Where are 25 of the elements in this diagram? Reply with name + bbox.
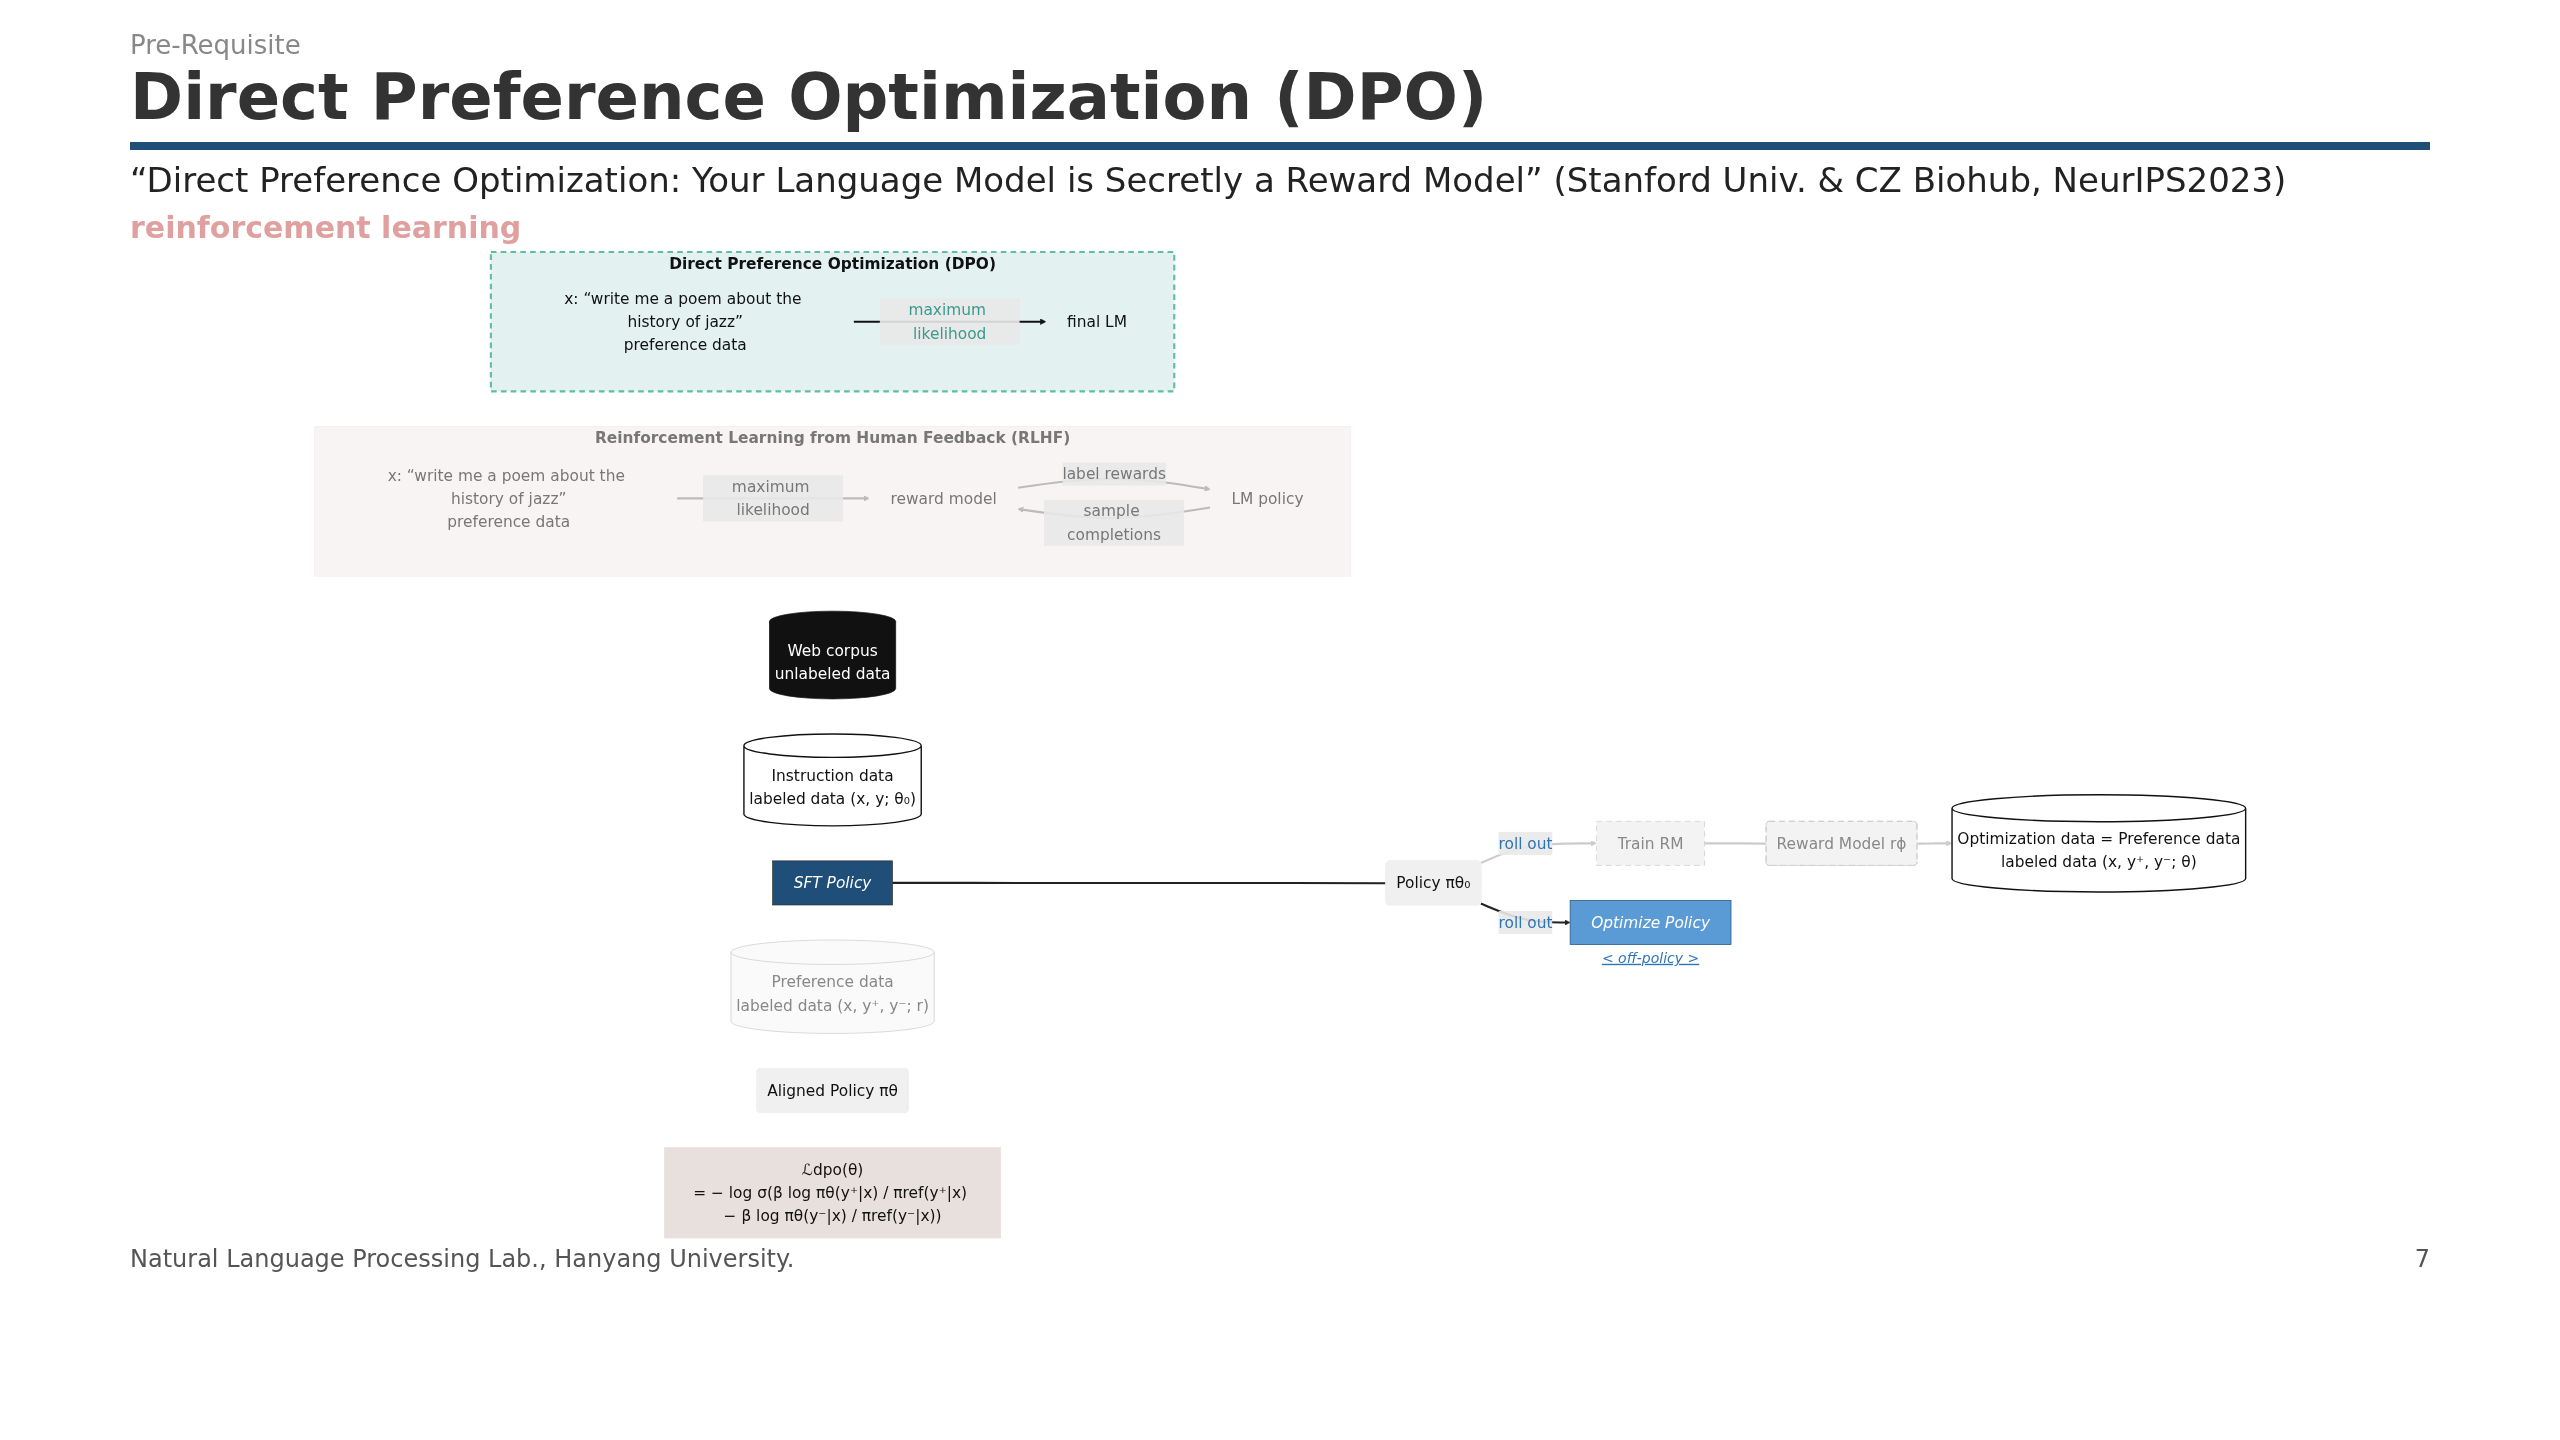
footer-text: Natural Language Processing Lab., Hanyang University. <box>130 1245 795 1273</box>
connector <box>892 881 1387 885</box>
edge-label: label rewards <box>1062 465 1166 483</box>
connector <box>1704 842 1767 845</box>
node-text: x: “write me a poem about the history of jazz” preference data <box>387 466 625 531</box>
citation-text: “Direct Preference Optimization: Your Language Model is Secretly a Reward Model” (Stanford Univ. & CZ Biohub, NeurIPS2023) <box>130 160 2288 200</box>
edge-label: maximum likelihood <box>908 301 987 343</box>
node-box: SFT Policy <box>772 860 893 906</box>
arrow <box>1917 840 1953 847</box>
node-text: reward model <box>890 489 997 508</box>
slide-title: Direct Preference Optimization (DPO) <box>130 60 2430 150</box>
note-text: reinforcement learning <box>130 210 523 245</box>
node-text: x: “write me a poem about the history of jazz” preference data <box>564 289 802 354</box>
note-text: < off-policy > <box>1601 949 1700 966</box>
section-label: Pre-Requisite <box>130 30 302 60</box>
edge-label: roll out <box>1498 913 1553 932</box>
node-text: LM policy <box>1231 489 1304 508</box>
edge-label: sample completions <box>1067 502 1162 544</box>
edge-label: roll out <box>1498 834 1553 853</box>
node-box: Train RM <box>1596 820 1705 866</box>
node-box: ℒdpo(θ) = − log σ(β log πθ(y⁺|x) / πref(y⁺|x) − β log πθ(y⁻|x) / πref(y⁻|x)) <box>664 1147 1002 1239</box>
node-box: Optimize Policy <box>1569 900 1732 945</box>
page-number: 7 <box>2414 1245 2430 1273</box>
node-text: final LM <box>1067 312 1127 331</box>
edge-label: maximum likelihood <box>731 478 810 519</box>
